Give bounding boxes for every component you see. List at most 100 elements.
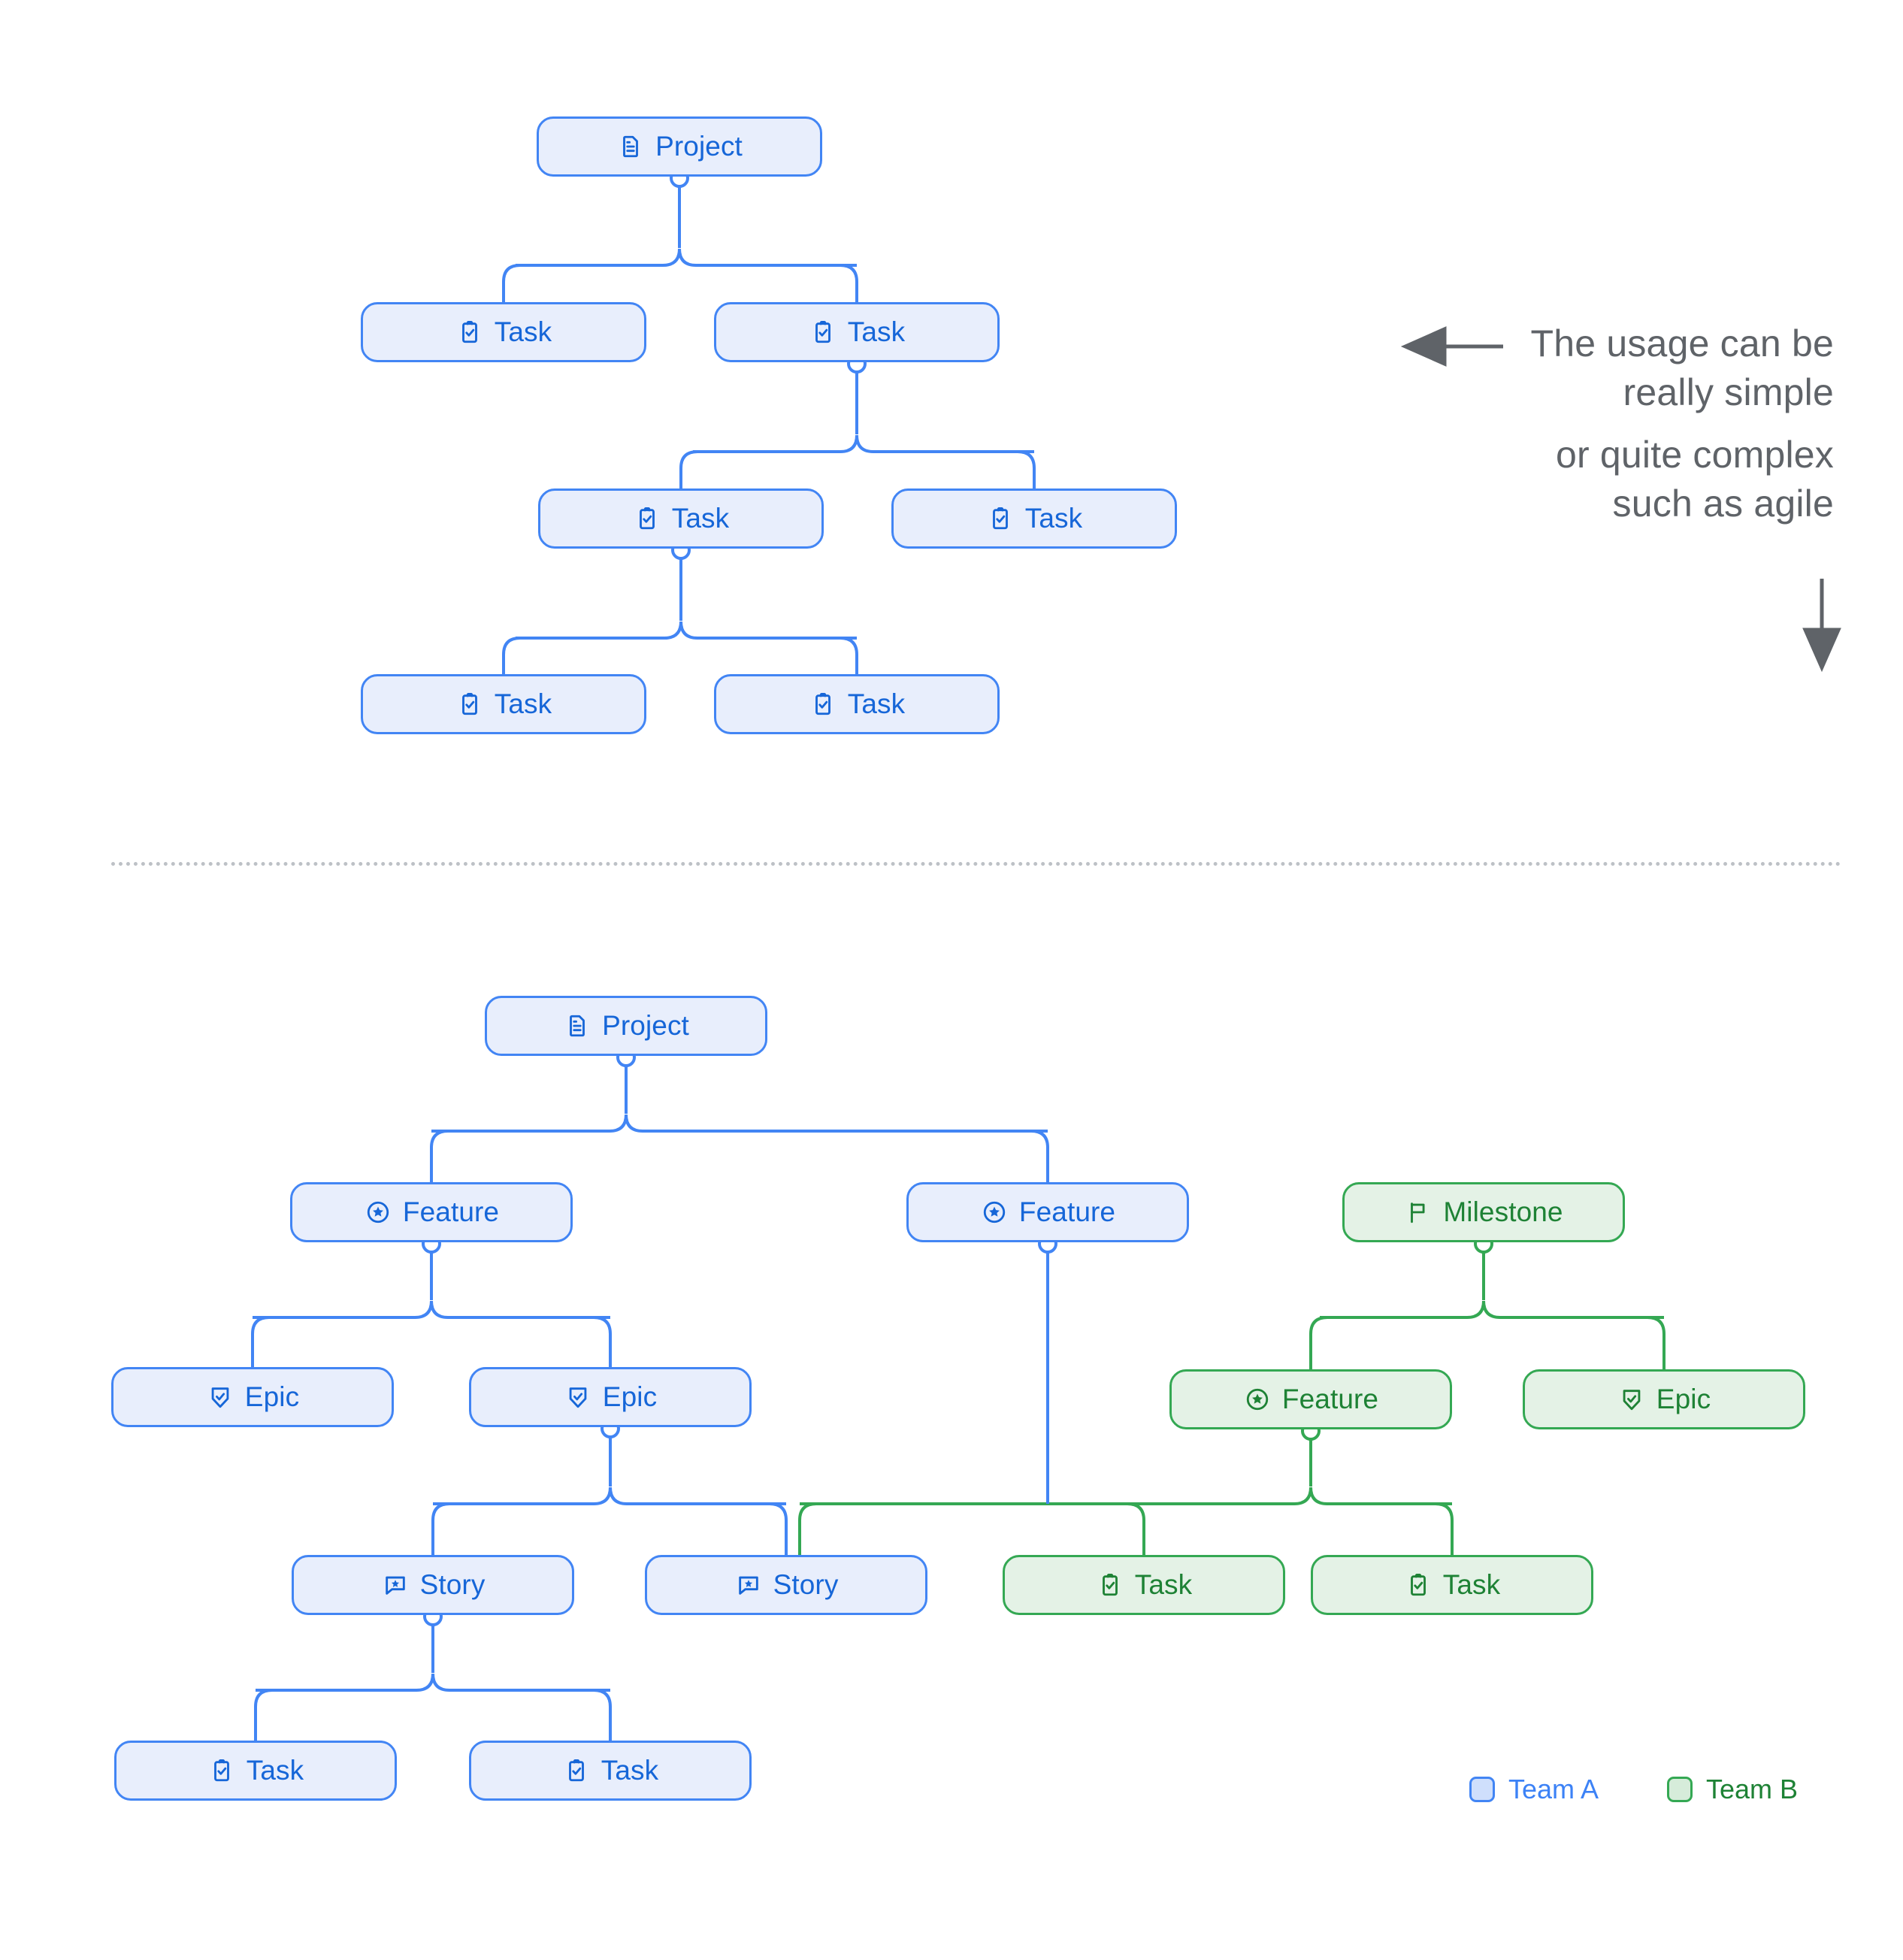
node-task[interactable]: Task	[361, 674, 646, 734]
clipboard-check-icon	[455, 318, 484, 346]
edge-drop-task2	[840, 264, 858, 302]
edge-bbus-right-2	[430, 1300, 610, 1319]
edge-drop-bstory2	[769, 1502, 788, 1555]
edge-bbus-right-4	[431, 1673, 610, 1692]
edge-bus-left-2	[693, 434, 858, 453]
node-task[interactable]: Task	[361, 302, 646, 362]
annotation-arrow-left-head	[1400, 326, 1447, 367]
node-label: Task	[601, 1755, 659, 1786]
edge-bus-right-ms	[1482, 1300, 1664, 1319]
node-label: Feature	[402, 1196, 500, 1227]
node-label: Task	[494, 688, 552, 719]
flag-icon	[1404, 1198, 1433, 1227]
node-task[interactable]: Task	[538, 488, 824, 549]
node-label: Epic	[602, 1381, 658, 1412]
node-label: Task	[1134, 1569, 1193, 1600]
node-label: Feature	[1018, 1196, 1116, 1227]
node-feature[interactable]: Feature	[290, 1182, 573, 1242]
edge-bus-right-1	[678, 248, 857, 267]
legend-team-b: Team B	[1667, 1774, 1798, 1805]
star-circle-icon	[1243, 1385, 1272, 1414]
node-task[interactable]: Task	[114, 1741, 397, 1801]
edge-drop-feature3	[1309, 1316, 1328, 1369]
node-label: Task	[246, 1755, 304, 1786]
node-task[interactable]: Task	[469, 1741, 752, 1801]
edge-bbus-left-4	[256, 1673, 434, 1692]
document-icon	[616, 132, 645, 161]
clipboard-check-icon	[809, 690, 837, 718]
node-label: Task	[847, 688, 906, 719]
clipboard-check-icon	[562, 1756, 591, 1785]
clipboard-check-icon	[207, 1756, 236, 1785]
node-epic[interactable]: Epic	[111, 1367, 394, 1427]
edge-drop-bepic2	[593, 1316, 612, 1367]
edge-drop-bfeature2	[1030, 1130, 1049, 1182]
node-label: Milestone	[1443, 1196, 1563, 1227]
edge-drop-story2-green	[798, 1502, 817, 1555]
node-project[interactable]: Project	[537, 116, 822, 177]
node-epic[interactable]: Epic	[1523, 1369, 1805, 1429]
shield-check-icon	[1617, 1385, 1646, 1414]
node-task[interactable]: Task	[1003, 1555, 1285, 1615]
node-label: Task	[494, 316, 552, 347]
node-label: Project	[602, 1010, 689, 1041]
document-icon	[563, 1012, 591, 1040]
node-task[interactable]: Task	[1311, 1555, 1593, 1615]
edge-bbus-left-1	[431, 1114, 628, 1133]
clipboard-check-icon	[455, 690, 484, 718]
edge-drop-bstory1	[431, 1502, 450, 1555]
legend-label-team-a: Team A	[1508, 1774, 1599, 1804]
edge-drop-task3	[679, 450, 698, 488]
node-feature[interactable]: Feature	[906, 1182, 1189, 1242]
clipboard-check-icon	[986, 504, 1015, 533]
edge-bus-left-g	[800, 1487, 1312, 1505]
node-story[interactable]: Story	[645, 1555, 927, 1615]
clipboard-check-icon	[633, 504, 661, 533]
annotation-line-2: really simple	[1623, 371, 1834, 413]
node-milestone[interactable]: Milestone	[1342, 1182, 1625, 1242]
node-epic[interactable]: Epic	[469, 1367, 752, 1427]
annotation-arrow-down-head	[1802, 628, 1841, 673]
edge-bus-right-2	[855, 434, 1034, 453]
edge-bbus-left-2	[253, 1300, 433, 1319]
node-story[interactable]: Story	[292, 1555, 574, 1615]
speech-star-icon	[381, 1571, 410, 1599]
edge-bus-right-g	[1309, 1487, 1452, 1505]
node-label: Story	[773, 1569, 839, 1600]
star-circle-icon	[364, 1198, 392, 1227]
edge-bus-right-3	[679, 621, 857, 640]
annotation-text: The usage can be really simple or quite …	[1488, 319, 1834, 528]
edge-bus-left-1	[516, 248, 681, 267]
shield-check-icon	[206, 1383, 234, 1411]
annotation-line-3: or quite complex	[1555, 434, 1834, 476]
edge-bbus-right-1	[625, 1114, 1048, 1133]
node-label: Feature	[1281, 1384, 1379, 1414]
edge-drop-bfeature1	[430, 1130, 449, 1182]
node-label: Task	[1024, 503, 1083, 534]
edge-drop-gtask1	[1127, 1502, 1145, 1555]
clipboard-check-icon	[809, 318, 837, 346]
clipboard-check-icon	[1404, 1571, 1433, 1599]
edge-drop-btask2	[593, 1689, 612, 1741]
legend-swatch-team-b	[1667, 1777, 1693, 1802]
node-task[interactable]: Task	[891, 488, 1177, 549]
clipboard-check-icon	[1096, 1571, 1124, 1599]
edge-drop-task4	[1017, 450, 1036, 488]
annotation-line-1: The usage can be	[1530, 322, 1834, 364]
edge-bbus-left-3	[433, 1487, 612, 1505]
edge-drop-task6	[840, 637, 858, 674]
node-label: Project	[655, 131, 743, 162]
node-feature[interactable]: Feature	[1169, 1369, 1452, 1429]
edge-drop-task1	[502, 264, 521, 302]
node-project[interactable]: Project	[485, 996, 767, 1056]
annotation-line-4: such as agile	[1612, 482, 1834, 525]
edge-drop-epic3	[1647, 1316, 1666, 1369]
node-label: Story	[419, 1569, 486, 1600]
node-task[interactable]: Task	[714, 674, 1000, 734]
node-label: Epic	[1656, 1384, 1711, 1414]
node-task[interactable]: Task	[714, 302, 1000, 362]
